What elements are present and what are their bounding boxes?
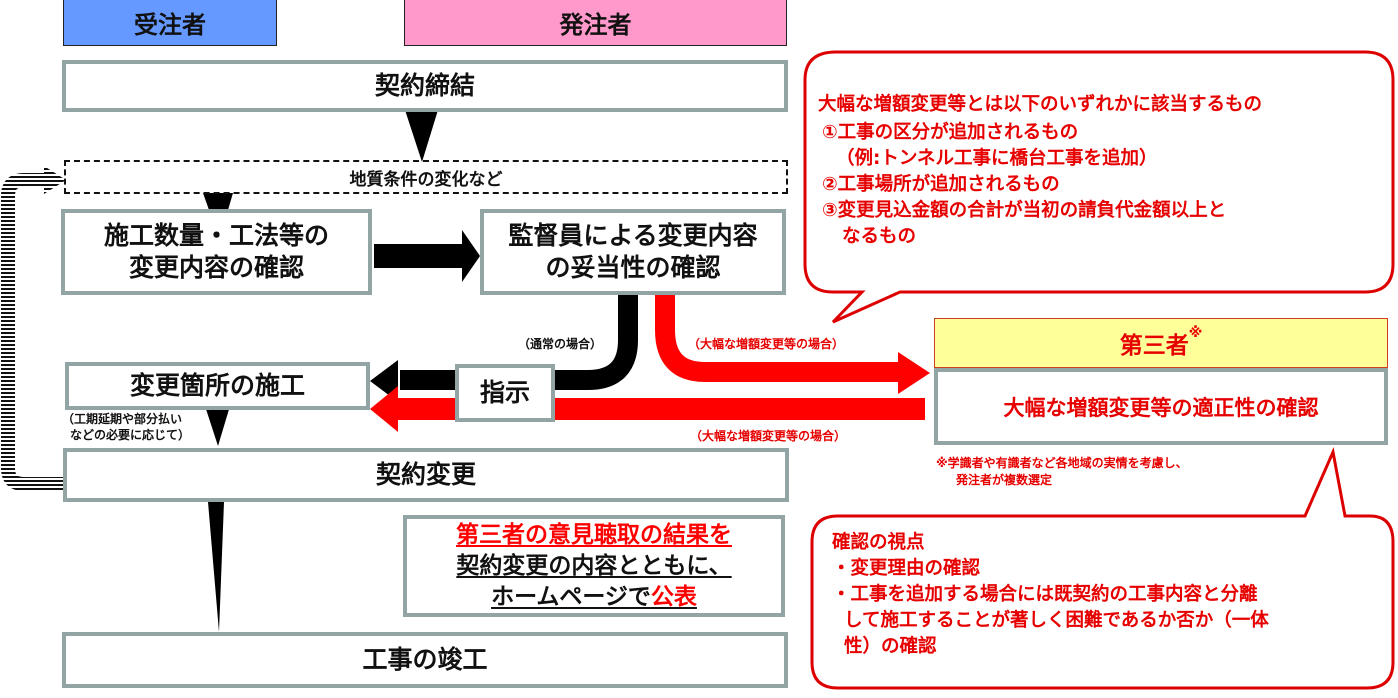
major-case-lower-text: （大幅な増額変更等の場合） bbox=[690, 429, 847, 443]
instruction-label: 指示 bbox=[479, 378, 530, 407]
callout-bottom-item: 性）の確認 bbox=[844, 636, 937, 657]
arrow-normal-case bbox=[370, 290, 638, 402]
header-contractor-label: 受注者 bbox=[134, 11, 206, 39]
normal-case-label: （通常の場合） bbox=[518, 335, 602, 352]
arrow-major-case-to-third-party bbox=[655, 290, 930, 394]
publish-line3: ホームページで公表 bbox=[491, 582, 697, 613]
header-client: 発注者 bbox=[404, 0, 787, 46]
callout-top-item: （例:トンネル工事に橋台工事を追加） bbox=[836, 148, 1158, 169]
completion-box: 工事の竣工 bbox=[62, 632, 788, 688]
confirm-change-line2: 変更内容の確認 bbox=[128, 253, 304, 282]
callout-bottom: 確認の視点 ・変更理由の確認 ・工事を追加する場合には既契約の工事内容と分離 し… bbox=[832, 530, 1269, 660]
third-party-note-line1: ※学識者や有識者など各地域の実情を考慮し、 bbox=[936, 456, 1188, 470]
callout-top-item: ②工事場所が追加されるもの bbox=[822, 174, 1060, 195]
contract-label: 契約締結 bbox=[374, 71, 475, 100]
supervisor-line2: の妥当性の確認 bbox=[545, 253, 721, 282]
third-party-task: 大幅な増額変更等の適正性の確認 bbox=[1003, 395, 1319, 420]
confirm-change-box: 施工数量・工法等の 変更内容の確認 bbox=[61, 209, 372, 295]
callout-bottom-item: して施工することが著しく困難であるか否か（一体 bbox=[844, 610, 1269, 631]
construction-box: 変更箇所の施工 bbox=[65, 362, 370, 410]
major-case-label-lower: （大幅な増額変更等の場合） bbox=[690, 427, 846, 444]
normal-case-text: （通常の場合） bbox=[518, 337, 603, 351]
contract-change-note-line1: （工期延期や部分払い bbox=[62, 412, 183, 426]
feedback-loop-arrow bbox=[1, 166, 68, 491]
callout-bottom-item: ・変更理由の確認 bbox=[832, 558, 981, 579]
arrow-right-to-supervisor bbox=[374, 230, 480, 282]
contract-change-label: 契約変更 bbox=[375, 460, 476, 489]
publish-line3-a: ホームページで bbox=[491, 583, 651, 610]
third-party-task-box: 大幅な増額変更等の適正性の確認 bbox=[934, 368, 1388, 445]
trigger-label: 地質条件の変化など bbox=[349, 169, 503, 190]
callout-bottom-title: 確認の視点 bbox=[832, 532, 925, 553]
publish-line3-b: 公表 bbox=[650, 583, 697, 610]
third-party-title: 第三者 bbox=[1119, 333, 1189, 359]
header-contractor: 受注者 bbox=[63, 0, 277, 46]
construction-label: 変更箇所の施工 bbox=[129, 371, 305, 400]
header-client-label: 発注者 bbox=[559, 11, 632, 39]
arrow-down-contract bbox=[405, 110, 438, 162]
arrow-down-completion bbox=[208, 502, 224, 632]
contract-box: 契約締結 bbox=[62, 60, 788, 112]
callout-bottom-shape bbox=[810, 446, 1395, 690]
supervisor-box: 監督員による変更内容 の妥当性の確認 bbox=[480, 209, 786, 295]
callout-top-item: ①工事の区分が追加されるもの bbox=[822, 122, 1079, 143]
contract-change-box: 契約変更 bbox=[63, 448, 789, 502]
supervisor-line1: 監督員による変更内容 bbox=[508, 221, 758, 250]
callout-top-item: なるもの bbox=[842, 226, 917, 247]
major-case-upper-text: （大幅な増額変更等の場合） bbox=[688, 337, 845, 351]
callout-top-title: 大幅な増額変更等とは以下のいずれかに該当するもの bbox=[818, 94, 1263, 115]
arrow-major-case-return bbox=[370, 386, 925, 432]
callout-top-item: ③変更見込金額の合計が当初の請負代金額以上と bbox=[822, 200, 1227, 221]
completion-label: 工事の竣工 bbox=[362, 645, 488, 674]
major-case-label-upper: （大幅な増額変更等の場合） bbox=[688, 335, 844, 352]
publish-box: 第三者の意見聴取の結果を 契約変更の内容とともに、 ホームページで公表 bbox=[403, 515, 785, 617]
publish-line2: 契約変更の内容とともに、 bbox=[456, 552, 732, 579]
contract-change-note: （工期延期や部分払い などの必要に応じて） bbox=[62, 411, 190, 443]
third-party-mark: ※ bbox=[1188, 325, 1203, 341]
publish-line1: 第三者の意見聴取の結果を bbox=[456, 521, 732, 548]
third-party-header: 第三者※ bbox=[934, 318, 1388, 368]
callout-top-shape bbox=[803, 50, 1395, 324]
arrow-down-construction bbox=[205, 406, 230, 446]
trigger-box: 地質条件の変化など bbox=[64, 160, 788, 194]
contract-change-note-line2: などの必要に応じて） bbox=[70, 428, 191, 442]
third-party-note: ※学識者や有識者など各地域の実情を考慮し、 発注者が複数選定 bbox=[936, 455, 1188, 489]
confirm-change-line1: 施工数量・工法等の bbox=[103, 221, 329, 250]
instruction-box: 指示 bbox=[455, 364, 555, 422]
callout-bottom-item: ・工事を追加する場合には既契約の工事内容と分離 bbox=[832, 584, 1258, 605]
arrow-down-trigger bbox=[203, 193, 233, 210]
callout-top: 大幅な増額変更等とは以下のいずれかに該当するもの ①工事の区分が追加されるもの … bbox=[818, 92, 1262, 250]
third-party-note-line2: 発注者が複数選定 bbox=[956, 473, 1053, 487]
